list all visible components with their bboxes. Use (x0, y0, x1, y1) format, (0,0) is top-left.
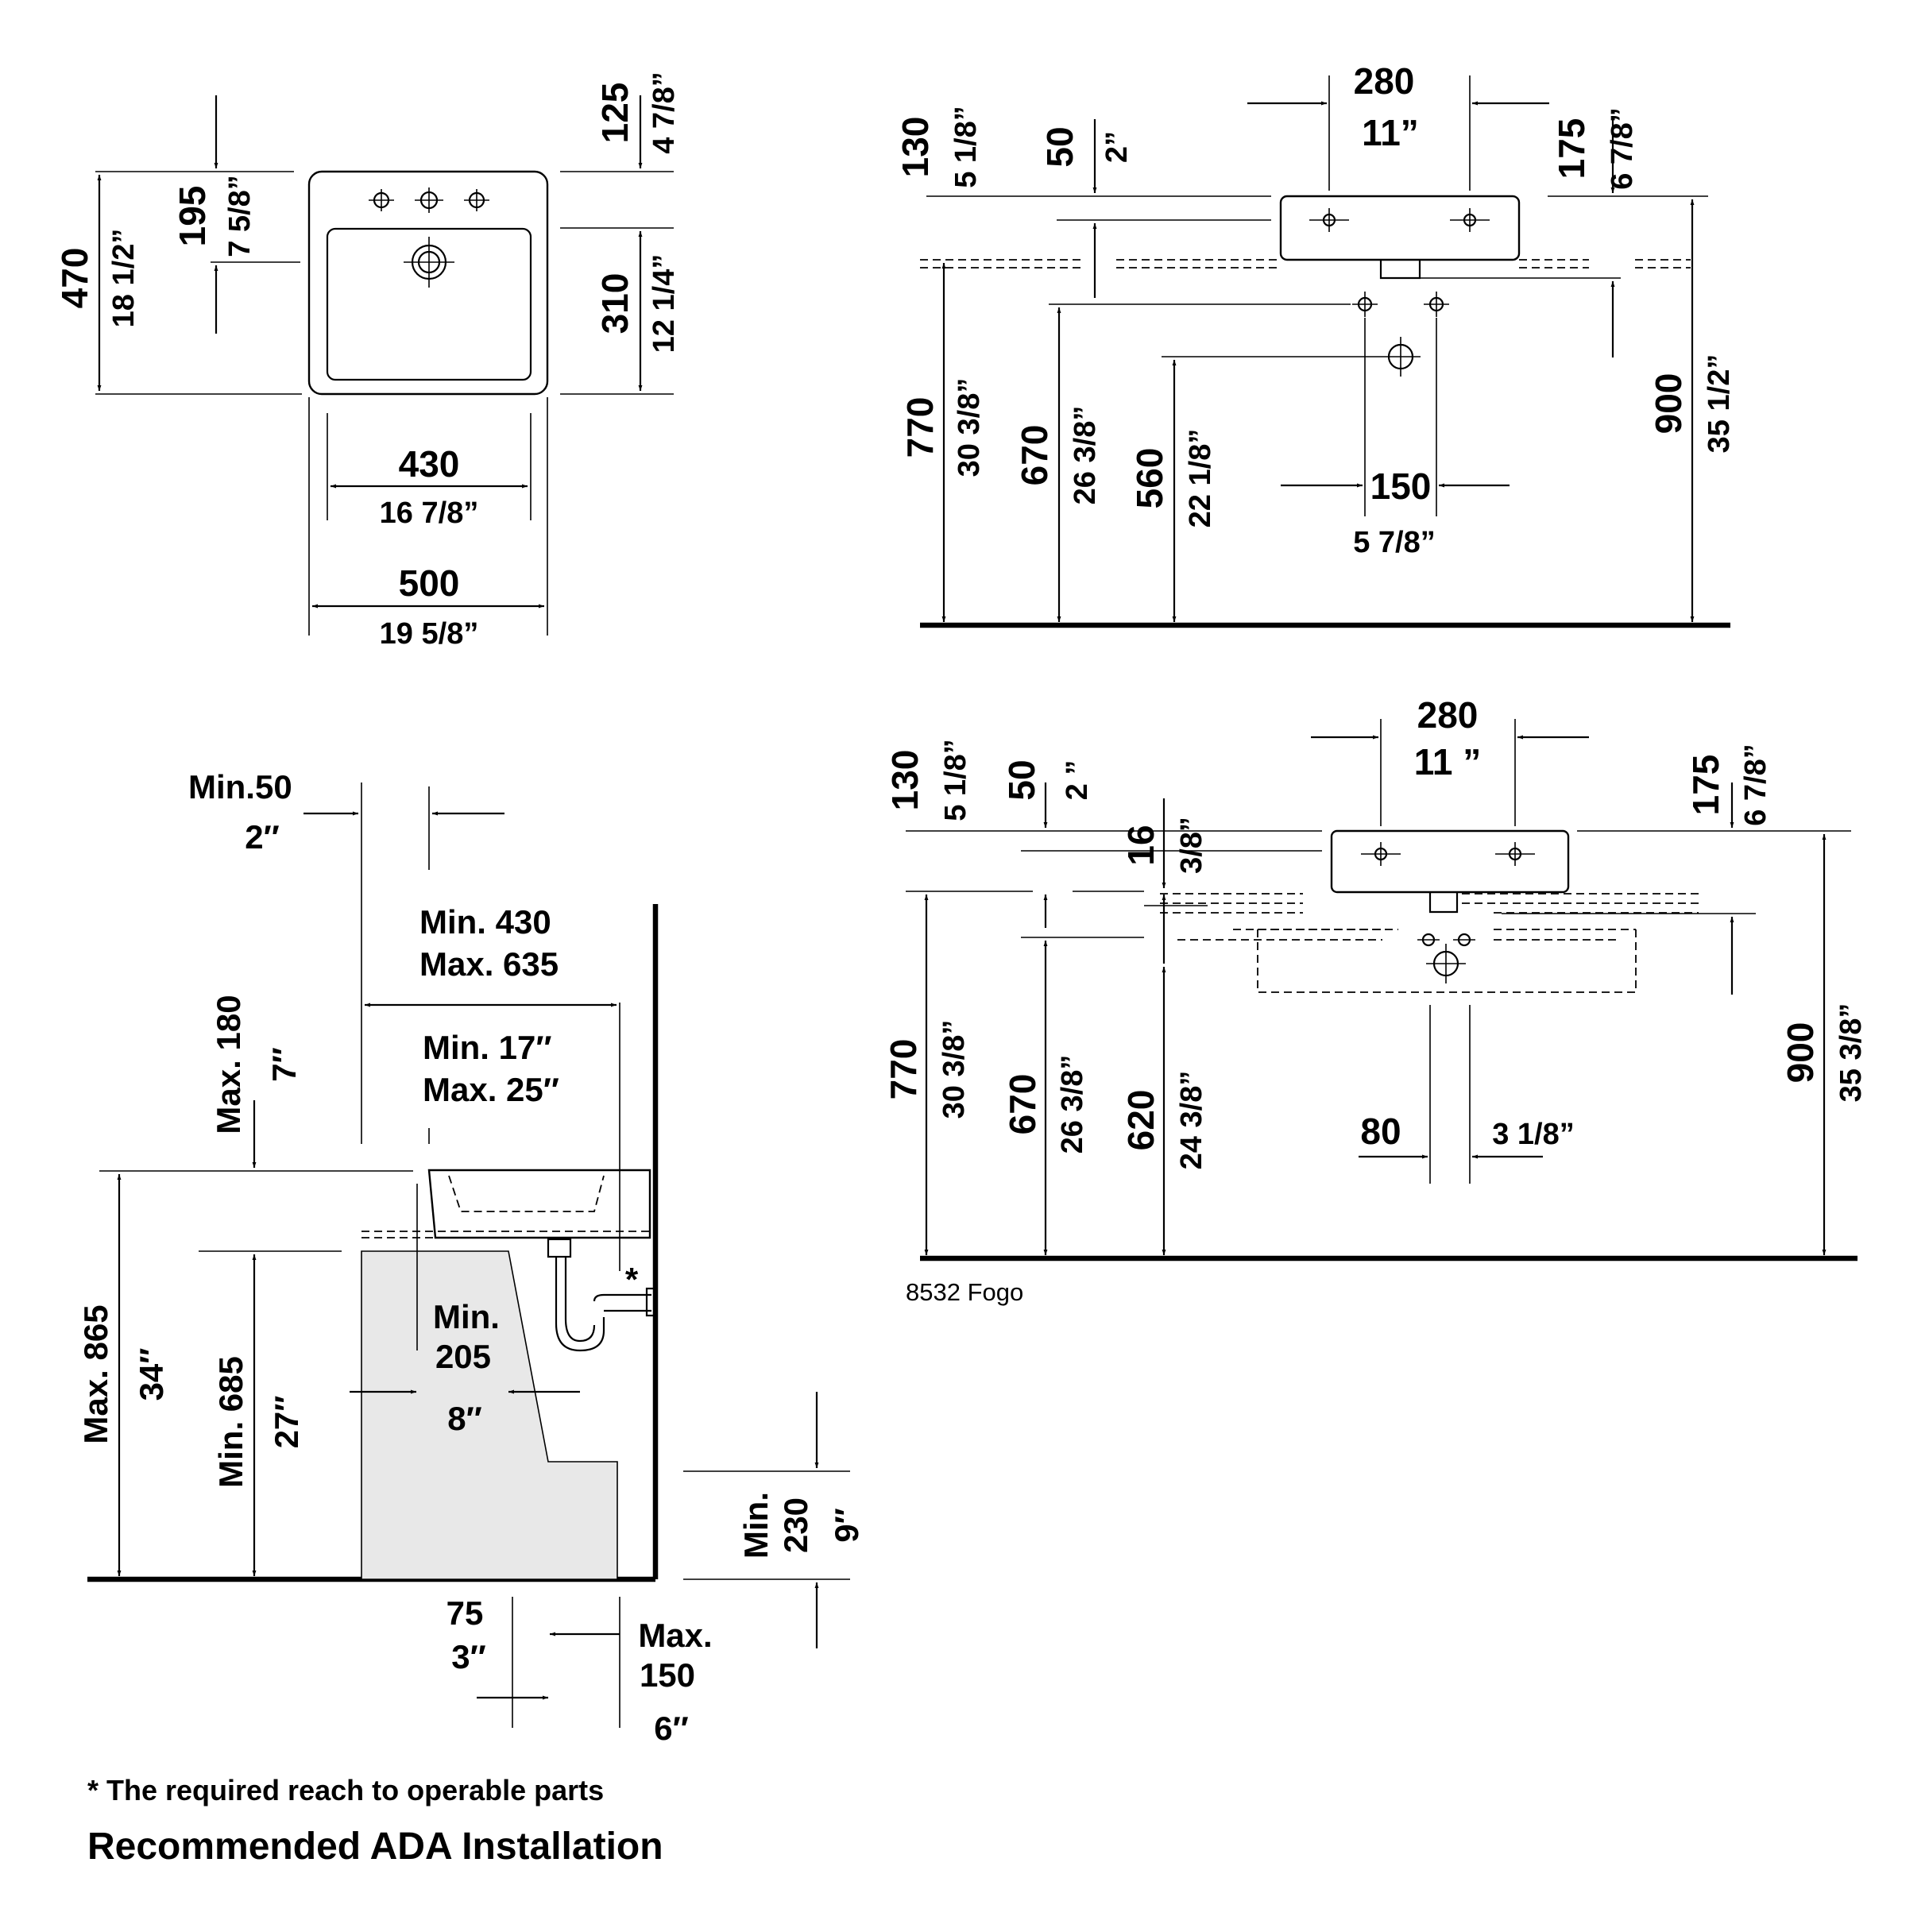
f1-dim-770-in: 30 3/8” (953, 378, 986, 477)
dim-125-in: 4 7/8” (648, 71, 681, 154)
front-view-1: 280 11” 130 5 1/8” 50 2” 175 6 7/8” 770 … (895, 60, 1736, 628)
dim-125: 125 (594, 83, 636, 144)
f1-dim-900: 900 (1648, 373, 1689, 435)
f2-dim-175-in: 6 7/8” (1739, 744, 1772, 826)
dim-500-in: 19 5/8” (380, 617, 479, 651)
f1-dim-175: 175 (1551, 118, 1592, 180)
basin-front-2 (1330, 829, 1570, 894)
front2-tap-holes (1361, 842, 1535, 866)
f1-dim-560-in: 22 1/8” (1184, 429, 1217, 528)
ada-max865: Max. 865 (77, 1304, 114, 1443)
ada-min230-label: Min. (737, 1492, 775, 1559)
f2-dim-670-in: 26 3/8” (1056, 1055, 1089, 1154)
f2-dim-130-in: 5 1/8” (939, 739, 972, 821)
f2-dim-900-in: 35 3/8” (1834, 1003, 1868, 1103)
ada-dim-75-in: 3″ (451, 1638, 485, 1675)
f2-dim-16-in: 3/8” (1175, 817, 1208, 874)
f1-dim-50-in: 2” (1100, 131, 1134, 163)
f2-dim-900: 900 (1780, 1022, 1821, 1084)
dim-430-in: 16 7/8” (380, 497, 479, 530)
ada-max865-in: 34″ (133, 1348, 170, 1401)
tap-holes-top (369, 187, 489, 213)
dim-500: 500 (399, 562, 460, 604)
f1-dim-670-in: 26 3/8” (1069, 406, 1102, 505)
f1-dim-130: 130 (895, 117, 936, 178)
f2-dim-130: 130 (884, 750, 926, 811)
ada-min50-in: 2″ (245, 818, 279, 856)
f1-dim-670: 670 (1014, 425, 1055, 486)
ada-max150-in: 6″ (654, 1710, 688, 1747)
f1-dim-150-in: 5 7/8” (1353, 526, 1436, 559)
ada-installation-title: Recommended ADA Installation (87, 1826, 663, 1868)
ada-dim-75: 75 (446, 1594, 484, 1632)
ada-min685-in: 27″ (268, 1396, 305, 1449)
f1-dim-770: 770 (899, 397, 941, 458)
ada-min50: Min.50 (188, 768, 292, 806)
f1-dim-280: 280 (1354, 60, 1415, 102)
f1-dim-150: 150 (1370, 466, 1432, 507)
f1-dim-560: 560 (1129, 448, 1170, 509)
ada-min205-in: 8″ (447, 1400, 481, 1437)
ada-min230: 230 (777, 1497, 814, 1553)
f2-dim-620: 620 (1120, 1090, 1162, 1151)
front2-valves-drain (1417, 933, 1475, 983)
f2-dim-16: 16 (1120, 825, 1162, 865)
overflow-1 (1379, 260, 1421, 280)
ada-min205-label: Min. (433, 1298, 500, 1335)
drain-top (404, 237, 454, 288)
basin-side (427, 1169, 651, 1239)
f1-dim-900-in: 35 1/2” (1703, 354, 1736, 454)
dim-310: 310 (594, 273, 636, 334)
dim-470: 470 (54, 248, 95, 309)
f2-dim-80-in: 3 1/8” (1492, 1118, 1575, 1151)
dim-430: 430 (399, 443, 460, 485)
model-caption: 8532 Fogo (906, 1278, 1023, 1306)
basin-outline-top (307, 170, 549, 396)
trap-siphon (547, 1238, 658, 1352)
ada-min230-in: 9″ (828, 1508, 865, 1542)
front1-drain (1381, 337, 1421, 377)
ada-reach-asterisk: * (625, 1261, 639, 1298)
ada-max180: Max. 180 (210, 995, 247, 1134)
f1-dim-280-in: 11” (1362, 112, 1419, 153)
f2-dim-770: 770 (883, 1039, 924, 1100)
ada-min430: Min. 430 (419, 903, 551, 941)
front1-tap-holes (1309, 208, 1490, 232)
front-view-2: 280 11 ” 130 5 1/8” 50 2 ” 16 3/8” 175 6… (883, 694, 1868, 1306)
f2-dim-670: 670 (1002, 1074, 1043, 1135)
f2-dim-770-in: 30 3/8” (937, 1020, 971, 1119)
ada-max180-in: 7″ (265, 1047, 303, 1081)
basin-front-1 (1279, 195, 1521, 261)
f2-dim-50: 50 (1001, 759, 1042, 800)
f2-dim-280: 280 (1417, 694, 1479, 736)
ada-max25: Max. 25″ (423, 1071, 559, 1108)
ada-max635: Max. 635 (419, 945, 559, 983)
top-view: 470 18 1/2” 195 7 5/8” 125 4 7/8” 310 12… (54, 71, 681, 651)
basin-bowl-top (326, 227, 532, 381)
ada-max150: 150 (640, 1656, 695, 1694)
f2-dim-80: 80 (1360, 1111, 1401, 1152)
cabinet-dashed-outline (1257, 929, 1637, 993)
ada-min685: Min. 685 (212, 1356, 249, 1488)
dim-195-in: 7 5/8” (223, 175, 257, 257)
front1-valves (1352, 292, 1449, 317)
dim-470-in: 18 1/2” (107, 229, 141, 328)
f2-dim-620-in: 24 3/8” (1175, 1071, 1208, 1170)
f2-dim-50-in: 2 ” (1061, 760, 1094, 801)
dim-310-in: 12 1/4” (648, 254, 681, 354)
f2-dim-280-in: 11 ” (1414, 741, 1481, 782)
f2-dim-175: 175 (1685, 755, 1726, 816)
reach-footnote: * The required reach to operable parts (87, 1774, 604, 1806)
ada-max150-label: Max. (638, 1617, 712, 1654)
f1-dim-50: 50 (1039, 126, 1080, 167)
ada-side-view: Min.50 2″ Min. 430 Max. 635 Min. 17″ Max… (77, 768, 865, 1747)
ada-min17: Min. 17″ (423, 1029, 551, 1066)
dim-195: 195 (172, 186, 213, 247)
knee-clearance-area (361, 1250, 618, 1580)
ada-min205: 205 (435, 1338, 491, 1375)
f1-dim-130-in: 5 1/8” (949, 106, 983, 188)
f1-dim-175-in: 6 7/8” (1606, 107, 1639, 190)
